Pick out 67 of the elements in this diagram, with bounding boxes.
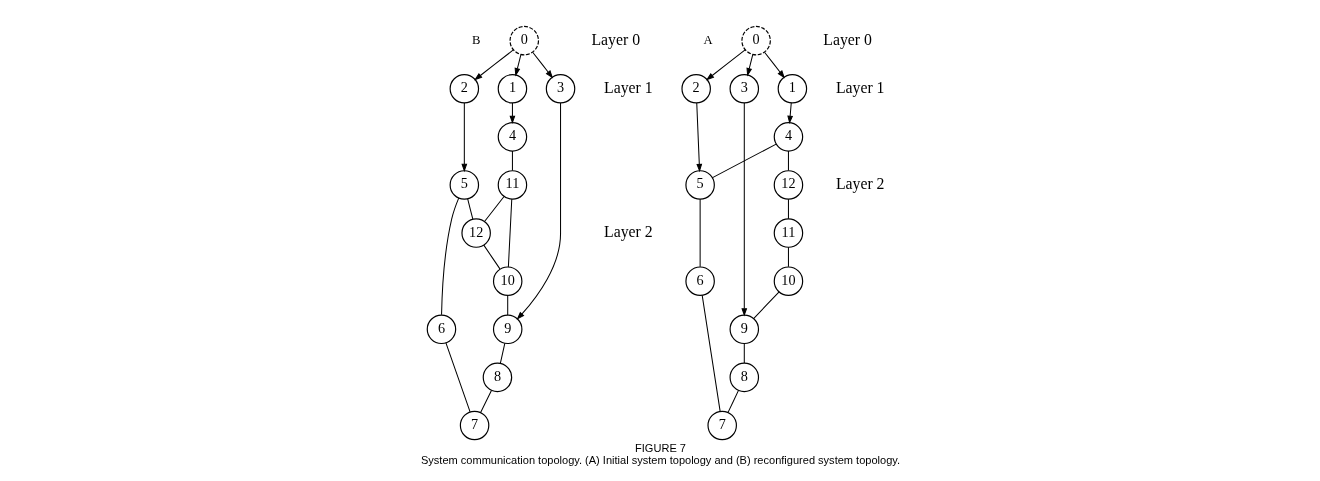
- label: Layer 0: [590, 30, 640, 48]
- node-circle: 2: [680, 73, 711, 104]
- connector: [479, 389, 492, 413]
- node-circle: 8: [729, 362, 759, 393]
- connector: [466, 198, 473, 220]
- connector: [483, 196, 505, 223]
- node-circle: 12: [773, 170, 803, 200]
- node-circle: 4: [773, 122, 803, 152]
- node-circle: 7: [459, 410, 489, 441]
- caption: System communication topology. (A) Initial system topology and (B) reconfigured system topology.: [420, 453, 900, 466]
- node-circle: 1: [777, 73, 807, 104]
- connector: [511, 150, 513, 172]
- label: Layer 2: [603, 223, 653, 241]
- node-circle: 12: [460, 218, 491, 248]
- label: Layer 0: [822, 30, 872, 48]
- node-circle: 9: [729, 314, 759, 345]
- arrow: [514, 54, 521, 77]
- connector: [482, 244, 500, 270]
- connector: [701, 294, 721, 412]
- connector: [727, 389, 739, 413]
- arrow: [740, 102, 747, 317]
- label: Layer 2: [835, 174, 885, 192]
- connector: [743, 343, 745, 364]
- node-circle: 10: [773, 266, 803, 296]
- label: B: [471, 32, 480, 47]
- connector: [752, 291, 779, 319]
- node-circle: 2: [449, 73, 479, 104]
- label: Layer 1: [603, 78, 653, 96]
- connector: [499, 342, 505, 364]
- connector: [506, 294, 508, 316]
- node-circle: 3: [545, 73, 575, 104]
- node-circle: 0: [740, 25, 771, 56]
- node-circle: 4: [497, 122, 527, 152]
- arrow: [460, 102, 467, 173]
- connector: [699, 198, 701, 268]
- label: Layer 1: [835, 78, 885, 96]
- arrow: [786, 102, 793, 125]
- node-circle: 5: [684, 170, 715, 200]
- node-circle: 5: [449, 170, 479, 200]
- node-circle: 10: [492, 266, 522, 296]
- arrow: [705, 49, 746, 81]
- node-circle: 8: [482, 362, 512, 393]
- diagram-title: FIGURE 7: [634, 441, 686, 454]
- node-circle: 11: [773, 218, 803, 248]
- node-circle: 9: [492, 314, 522, 345]
- node-circle: 0: [509, 25, 539, 56]
- node-circle: 11: [497, 170, 527, 200]
- connector: [440, 197, 459, 316]
- arrow: [745, 54, 753, 77]
- node-circle: 1: [497, 73, 527, 104]
- node-circle: 6: [426, 314, 456, 345]
- connector: [711, 143, 777, 179]
- connector: [787, 246, 789, 268]
- node-circle: 7: [706, 410, 737, 441]
- label: A: [702, 32, 713, 47]
- node-circle: 3: [729, 73, 759, 104]
- arrow: [763, 51, 785, 79]
- connector: [787, 150, 789, 172]
- connector: [444, 342, 471, 413]
- arrow: [509, 102, 515, 125]
- arrow: [695, 102, 702, 173]
- arrow: [531, 51, 553, 79]
- arrow: [473, 49, 514, 81]
- connector: [507, 198, 512, 268]
- arrow: [516, 102, 561, 320]
- node-circle: 6: [684, 266, 715, 296]
- connector: [787, 198, 789, 220]
